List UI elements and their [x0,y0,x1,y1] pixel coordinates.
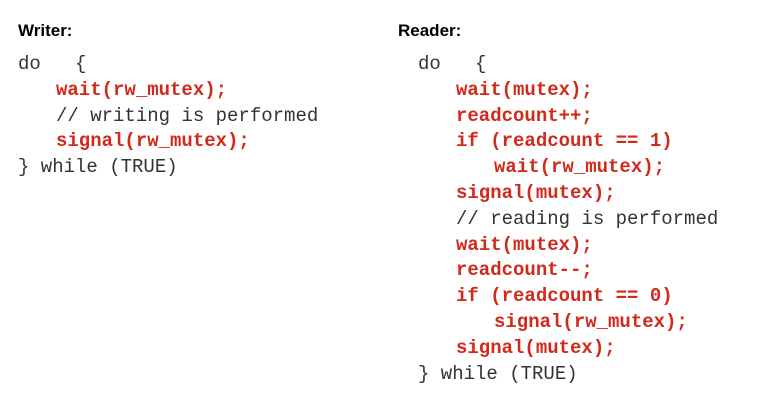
writer-code-block: do { wait(rw_mutex); // writing is perform… [18,52,318,181]
code-line: readcount--; [456,259,593,282]
code-line: } while (TRUE) [18,156,178,179]
reader-heading: Reader: [398,21,462,40]
code-line: if (readcount == 0) [456,285,673,308]
code-line: wait(mutex); [456,233,593,256]
code-line: signal(mutex); [456,181,616,204]
code-line: do { [418,53,487,75]
writer-heading: Writer: [18,21,73,40]
code-line: // writing is performed [56,104,319,127]
code-line: wait(rw_mutex); [56,78,228,101]
code-line: // reading is performed [456,207,719,230]
code-line: signal(mutex); [456,336,616,359]
reader-code-block: do { wait(mutex); readcount++; if (readcoun… [418,52,718,387]
code-line: wait(mutex); [456,78,593,101]
code-line: if (readcount == 1) [456,130,673,153]
code-line: } while (TRUE) [418,362,578,385]
code-line: wait(rw_mutex); [494,156,666,179]
code-line: readcount++; [456,104,593,127]
code-line: signal(rw_mutex); [494,310,688,333]
code-line: signal(rw_mutex); [56,130,250,153]
code-line: do { [18,53,87,75]
